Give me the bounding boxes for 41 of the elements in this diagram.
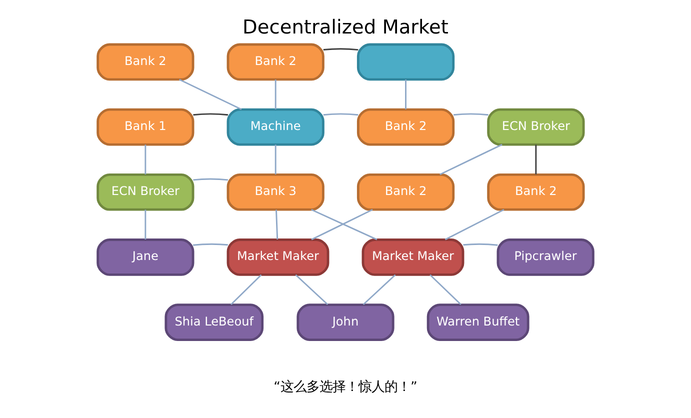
node-box: Bank 2	[226, 43, 324, 81]
connector	[193, 243, 228, 246]
connector	[178, 78, 242, 110]
node-box: Bank 2	[356, 108, 455, 146]
node-box: Bank 2	[487, 173, 585, 211]
node-box: Bank 1	[96, 108, 194, 146]
connector	[440, 144, 502, 176]
node-box: John	[296, 304, 394, 341]
node-box: Machine	[226, 108, 324, 146]
connector	[535, 144, 537, 174]
node-box: Pipcrawler	[496, 238, 594, 276]
connector	[463, 243, 498, 246]
connector	[144, 144, 146, 174]
node-box: Bank 3	[226, 173, 324, 211]
node-box: Jane	[96, 238, 194, 276]
diagram-title: Decentralized Market	[242, 15, 448, 38]
node-box: Market Maker	[226, 238, 330, 276]
node-box: Bank 2	[96, 43, 194, 81]
node-box: Shia LeBeouf	[164, 304, 264, 341]
connector	[276, 210, 278, 240]
connector	[274, 144, 276, 174]
node-box	[356, 43, 455, 81]
connector	[362, 274, 396, 306]
connector	[323, 113, 358, 116]
connector	[405, 80, 406, 110]
connector	[193, 178, 228, 181]
connector	[323, 48, 358, 51]
node-box: Warren Buffet	[426, 304, 530, 341]
connector	[230, 274, 262, 306]
connector	[295, 274, 328, 306]
node-box: ECN Broker	[96, 173, 194, 211]
node-box: Market Maker	[362, 238, 464, 276]
node-box: Bank 2	[356, 173, 455, 211]
connector	[274, 80, 276, 110]
connector	[430, 274, 462, 306]
connector	[144, 210, 146, 240]
caption: “这么多选择！惊人的！”	[274, 380, 418, 395]
connector	[454, 113, 488, 116]
connector	[444, 209, 504, 240]
connector	[193, 113, 228, 116]
node-box: ECN Broker	[487, 108, 585, 146]
